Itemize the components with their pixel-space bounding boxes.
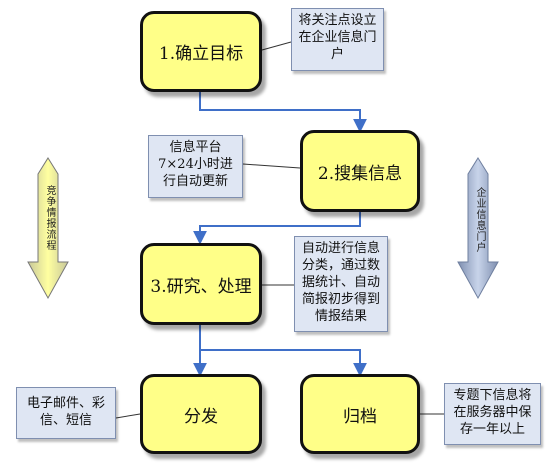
connector-collect-research — [193, 212, 361, 245]
node-collect: 2.搜集信息 — [300, 130, 420, 212]
right-arrow-label: 企业信息门户 — [474, 187, 485, 253]
node-distribute-label: 分发 — [184, 406, 218, 427]
note-distribute-line: 信、短信 — [39, 413, 92, 428]
note-research: 自动进行信息 分类，通过数 据统计、自动 简报初步得到 情报结果 — [294, 236, 388, 332]
node-goal-label: 1.确立目标 — [158, 44, 244, 64]
note-research-line: 简报初步得到 — [301, 292, 380, 307]
right-down-arrow — [457, 157, 499, 300]
leader-collect-note — [242, 163, 301, 169]
note-archive: 专题下信息将 在服务器中保 存一年以上 — [444, 383, 541, 445]
note-goal-line: 户 — [330, 47, 344, 62]
note-goal-line: 在企业信息门 — [298, 30, 377, 45]
note-archive-line: 在服务器中保 — [453, 405, 532, 420]
node-archive-label: 归档 — [343, 406, 377, 427]
node-distribute: 分发 — [140, 374, 262, 454]
left-down-arrow — [27, 157, 69, 300]
node-collect-label: 2.搜集信息 — [317, 163, 403, 184]
node-goal: 1.确立目标 — [140, 11, 262, 92]
node-archive: 归档 — [300, 374, 420, 454]
note-research-line: 自动进行信息 — [301, 241, 380, 256]
note-distribute: 电子邮件、彩 信、短信 — [16, 387, 116, 439]
connector-research-archive — [200, 349, 367, 377]
leader-goal-note — [261, 41, 292, 51]
left-arrow-label: 竞争情报流程 — [44, 185, 55, 251]
note-archive-line: 专题下信息将 — [453, 388, 532, 403]
note-collect: 信息平台 7×24小时进 行自动更新 — [148, 135, 243, 198]
node-research-label: 3.研究、处理 — [150, 276, 252, 297]
leader-distribute-note — [115, 413, 141, 419]
note-collect-line: 信息平台 — [169, 140, 222, 155]
note-goal: 将关注点设立 在企业信息门 户 — [291, 8, 384, 71]
note-goal-line: 将关注点设立 — [298, 13, 377, 28]
connector-goal-collect — [199, 92, 367, 133]
note-archive-line: 存一年以上 — [459, 422, 525, 437]
note-research-line: 情报结果 — [314, 309, 367, 324]
note-research-line: 分类，通过数 — [301, 258, 380, 273]
note-research-line: 据统计、自动 — [301, 275, 380, 290]
node-research: 3.研究、处理 — [140, 243, 262, 325]
note-distribute-line: 电子邮件、彩 — [26, 396, 105, 411]
note-collect-line: 行自动更新 — [162, 174, 228, 189]
note-collect-line: 7×24小时进 — [158, 157, 233, 172]
